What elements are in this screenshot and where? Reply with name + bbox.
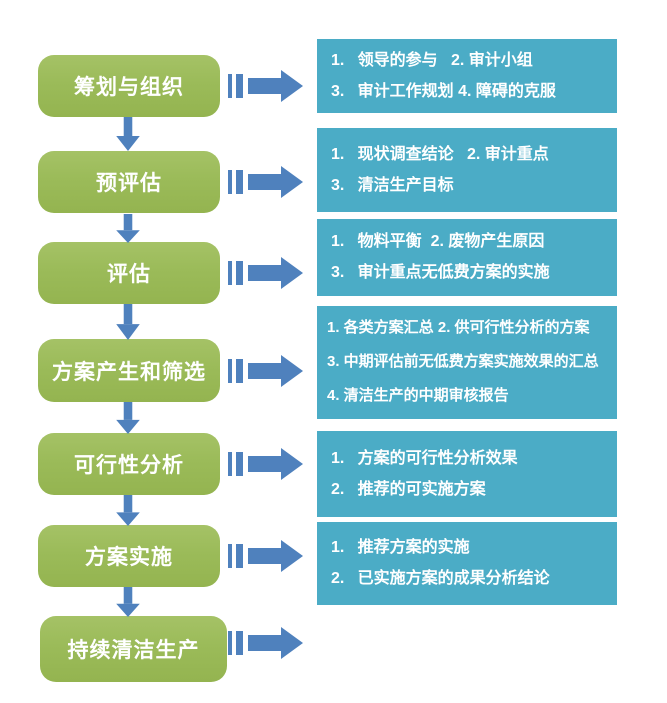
- striped-right-arrow-icon-1: [228, 70, 303, 102]
- step-label: 预评估: [96, 172, 162, 195]
- striped-right-arrow-icon-4: [228, 355, 303, 387]
- info-line: 2. 推荐的可实施方案: [331, 480, 486, 498]
- info-line: 1. 方案的可行性分析效果: [331, 449, 518, 467]
- info-box-implementation-outputs: 1. 推荐方案的实施 2. 已实施方案的成果分析结论: [317, 522, 617, 605]
- step-label: 方案实施: [85, 546, 173, 569]
- striped-right-arrow-icon-7: [228, 627, 303, 659]
- down-arrow-connector-3: [116, 304, 140, 340]
- step-label: 方案产生和筛选: [52, 360, 206, 384]
- step-option-generation-and-screening: 方案产生和筛选: [38, 339, 220, 402]
- step-option-implementation: 方案实施: [38, 525, 220, 587]
- info-line: 3. 审计重点无低费方案的实施: [331, 264, 550, 281]
- striped-right-arrow-icon-2: [228, 166, 303, 198]
- info-line: 1. 各类方案汇总 2. 供可行性分析的方案: [327, 319, 590, 337]
- step-pre-assessment: 预评估: [38, 151, 220, 213]
- info-line: 3. 中期评估前无低费方案实施效果的汇总: [327, 353, 599, 371]
- striped-right-arrow-icon-3: [228, 257, 303, 289]
- striped-right-arrow-icon-6: [228, 540, 303, 572]
- step-label: 筹划与组织: [74, 76, 184, 99]
- info-line: 1. 现状调查结论 2. 审计重点: [331, 145, 549, 163]
- info-box-feasibility-outputs: 1. 方案的可行性分析效果 2. 推荐的可实施方案: [317, 431, 617, 517]
- down-arrow-connector-5: [116, 495, 140, 526]
- down-arrow-connector-2: [116, 214, 140, 243]
- step-assessment: 评估: [38, 242, 220, 304]
- info-box-planning-outputs: 1. 领导的参与 2. 审计小组 3. 审计工作规划 4. 障碍的克服: [317, 39, 617, 113]
- info-line: 4. 清洁生产的中期审核报告: [327, 386, 509, 404]
- down-arrow-connector-1: [116, 117, 140, 151]
- info-line: 1. 物料平衡 2. 废物产生原因: [331, 233, 545, 250]
- info-line: 1. 推荐方案的实施: [331, 539, 470, 556]
- info-line: 3. 审计工作规划 4. 障碍的克服: [331, 82, 556, 100]
- step-planning-and-organization: 筹划与组织: [38, 55, 220, 117]
- info-line: 1. 领导的参与 2. 审计小组: [331, 51, 533, 69]
- step-continuous-cleaner-production: 持续清洁生产: [40, 616, 227, 682]
- step-feasibility-analysis: 可行性分析: [38, 433, 220, 495]
- info-line: 2. 已实施方案的成果分析结论: [331, 570, 550, 587]
- striped-right-arrow-icon-5: [228, 448, 303, 480]
- step-label: 评估: [107, 263, 151, 286]
- info-box-pre-assessment-outputs: 1. 现状调查结论 2. 审计重点 3. 清洁生产目标: [317, 128, 617, 212]
- step-label: 持续清洁生产: [67, 639, 200, 662]
- down-arrow-connector-4: [116, 402, 140, 434]
- info-box-option-screening-outputs: 1. 各类方案汇总 2. 供可行性分析的方案 3. 中期评估前无低费方案实施效果…: [317, 306, 617, 419]
- info-box-assessment-outputs: 1. 物料平衡 2. 废物产生原因 3. 审计重点无低费方案的实施: [317, 219, 617, 296]
- step-label: 可行性分析: [74, 454, 184, 477]
- info-line: 3. 清洁生产目标: [331, 176, 454, 194]
- down-arrow-connector-6: [116, 587, 140, 617]
